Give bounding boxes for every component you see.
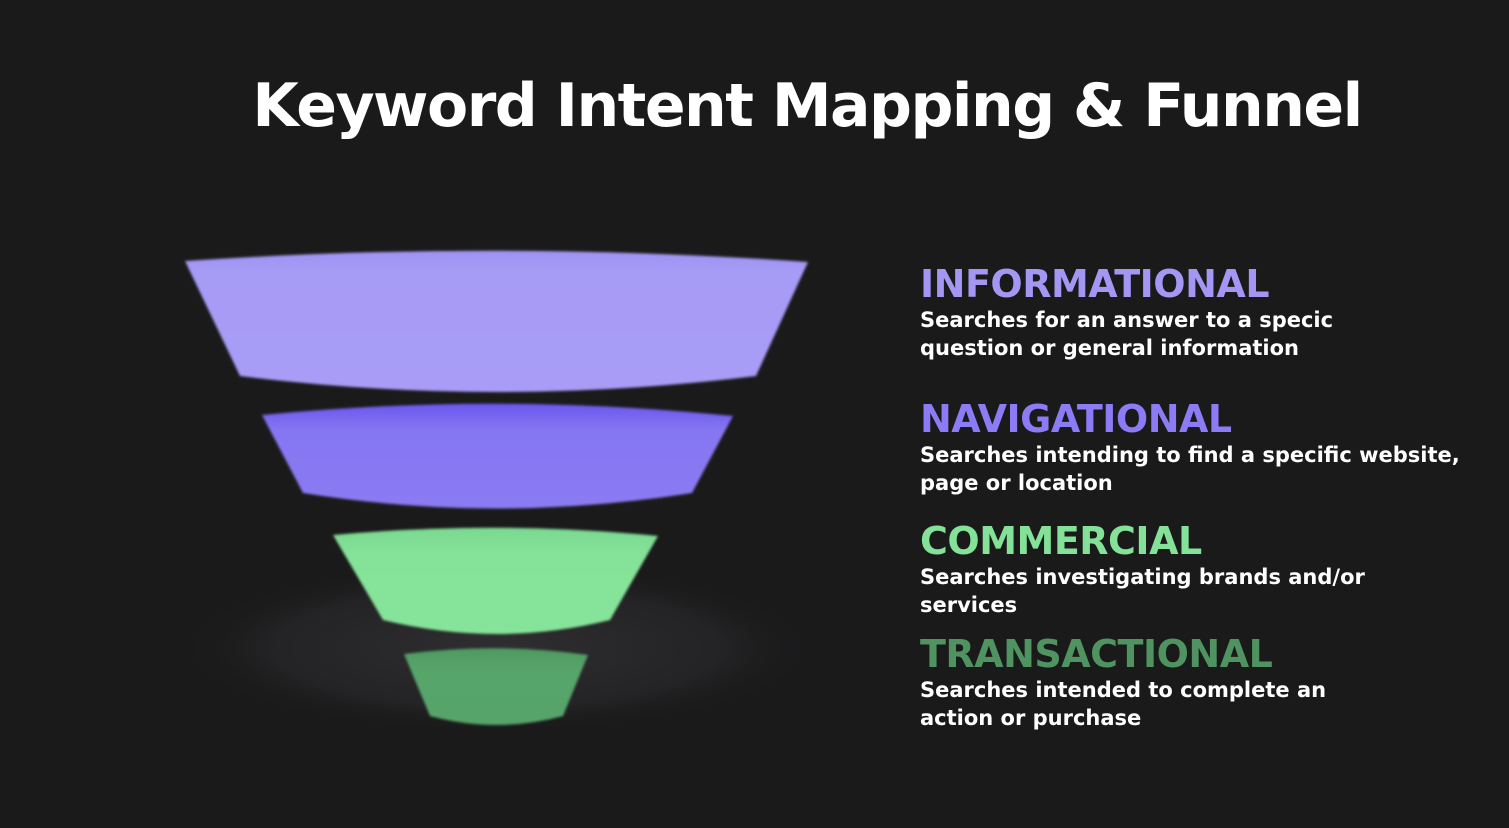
stage-informational: INFORMATIONAL Searches for an answer to …: [920, 264, 1480, 362]
stage-description-commercial: Searches investigating brands and/or ser…: [920, 563, 1370, 619]
stage-description-navigational: Searches intending to find a specific we…: [920, 441, 1460, 497]
funnel-segment-informational: [185, 251, 808, 392]
stage-name-navigational: NAVIGATIONAL: [920, 399, 1480, 439]
stage-transactional: TRANSACTIONAL Searches intended to compl…: [920, 634, 1480, 732]
stage-name-informational: INFORMATIONAL: [920, 264, 1480, 304]
stage-commercial: COMMERCIAL Searches investigating brands…: [920, 521, 1480, 619]
stage-navigational: NAVIGATIONAL Searches intending to find …: [920, 399, 1480, 497]
stage-name-commercial: COMMERCIAL: [920, 521, 1480, 561]
funnel-segment-navigational: [262, 404, 733, 509]
funnel-segment-transactional: [404, 648, 588, 725]
stage-description-transactional: Searches intended to complete an action …: [920, 676, 1400, 732]
stage-description-informational: Searches for an answer to a specic quest…: [920, 306, 1440, 362]
stage-name-transactional: TRANSACTIONAL: [920, 634, 1480, 674]
